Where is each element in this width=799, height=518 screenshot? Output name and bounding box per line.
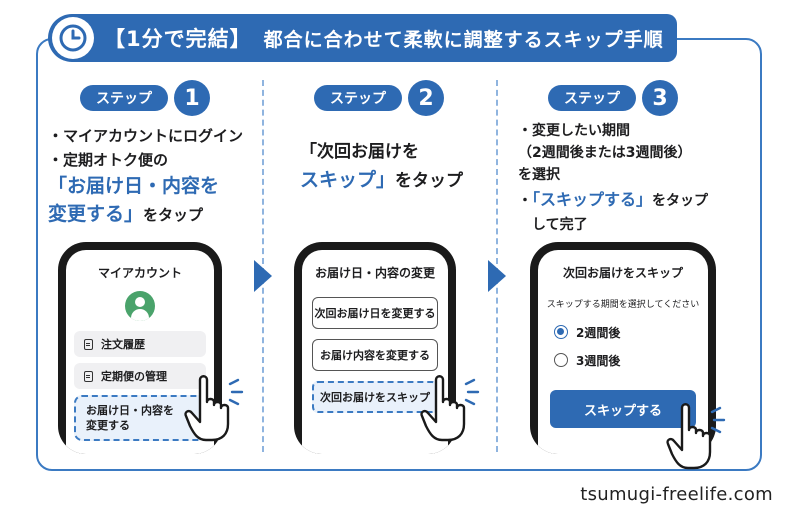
instruction-line: （2週間後または3週間後） <box>518 145 692 161</box>
step-number: 1 <box>174 80 210 116</box>
change-contents-button[interactable]: お届け内容を変更する <box>312 339 438 371</box>
tap-hand-icon <box>184 375 244 442</box>
instruction-line: ・変更したい期間 <box>518 123 630 139</box>
instruction-line: をタップ <box>395 171 464 191</box>
step-3-instructions: ・変更したい期間 （2週間後または3週間後） を選択 ・「スキップする」をタップ… <box>518 120 708 236</box>
radio-icon[interactable] <box>554 353 568 367</box>
step-pill: ステップ <box>314 85 402 111</box>
tap-hand-icon <box>666 403 726 470</box>
instruction-line: をタップ <box>652 193 709 209</box>
phone-mockup: お届け日・内容の変更 次回お届け日を変更する お届け内容を変更する 次回お届けを… <box>294 242 456 454</box>
skip-button[interactable]: スキップする <box>550 390 696 428</box>
screen-title: お届け日・内容の変更 <box>314 266 435 280</box>
instruction-highlight: 変更する」 <box>48 203 144 225</box>
screen-title: マイアカウント <box>97 266 182 280</box>
avatar-icon <box>125 291 155 321</box>
instruction-line: をタップ <box>143 206 204 224</box>
change-delivery-button[interactable]: お届け日・内容を 変更する › <box>74 395 206 441</box>
tap-hand-icon <box>420 375 480 442</box>
phone-screen: マイアカウント 注文履歴 定期便の管理 お届け日・内容を 変更する › <box>66 250 214 454</box>
banner-title: 【1分で完結】 <box>104 27 252 51</box>
option-2-weeks[interactable]: 2週間後 <box>554 318 692 346</box>
title-banner: 【1分で完結】 都合に合わせて柔軟に調整するスキップ手順 <box>48 14 677 62</box>
phone-screen: 次回お届けをスキップ スキップする期間を選択してください 2週間後 3週間後 ス… <box>538 250 708 454</box>
instruction-highlight: スキップ」 <box>300 169 396 191</box>
screen-title: 次回お届けをスキップ <box>562 266 683 280</box>
period-prompt: スキップする期間を選択してください <box>546 300 700 310</box>
site-url: tsumugi-freelife.com <box>580 484 773 505</box>
skip-next-delivery-button[interactable]: 次回お届けをスキップ <box>312 381 438 413</box>
instruction-line: 「次回お届けを <box>300 142 419 162</box>
instruction-highlight: 「スキップする」 <box>532 190 653 209</box>
step-1-header: ステップ 1 <box>80 80 210 116</box>
option-3-weeks[interactable]: 3週間後 <box>554 346 692 374</box>
step-1-instructions: ・マイアカウントにログイン ・定期オトク便の 「お届け日・内容を 変更する」をタ… <box>48 124 243 228</box>
step-2-instructions: 「次回お届けを スキップ」をタップ <box>300 138 463 195</box>
instruction-line: ・定期オトク便の <box>48 151 169 169</box>
banner-subtitle: 都合に合わせて柔軟に調整するスキップ手順 <box>263 28 664 51</box>
step-3-header: ステップ 3 <box>548 80 678 116</box>
phone-mockup: 次回お届けをスキップ スキップする期間を選択してください 2週間後 3週間後 ス… <box>530 242 716 454</box>
step-number: 2 <box>408 80 444 116</box>
instruction-line: ・マイアカウントにログイン <box>48 127 244 145</box>
document-icon <box>84 370 93 382</box>
instruction-line: を選択 <box>518 167 560 183</box>
next-arrow-icon <box>254 260 272 292</box>
instruction-line: して完了 <box>532 217 588 233</box>
document-icon <box>84 338 93 350</box>
change-date-button[interactable]: 次回お届け日を変更する <box>312 297 438 329</box>
menu-item-order-history[interactable]: 注文履歴 <box>74 331 206 357</box>
instruction-highlight: 「お届け日・内容を <box>48 175 220 197</box>
phone-mockup: マイアカウント 注文履歴 定期便の管理 お届け日・内容を 変更する › <box>58 242 222 454</box>
step-2-header: ステップ 2 <box>314 80 444 116</box>
step-pill: ステップ <box>548 85 636 111</box>
menu-item-subscription[interactable]: 定期便の管理 <box>74 363 206 389</box>
next-arrow-icon <box>488 260 506 292</box>
clock-icon <box>52 17 94 59</box>
step-pill: ステップ <box>80 85 168 111</box>
step-number: 3 <box>642 80 678 116</box>
radio-selected-icon[interactable] <box>554 325 568 339</box>
